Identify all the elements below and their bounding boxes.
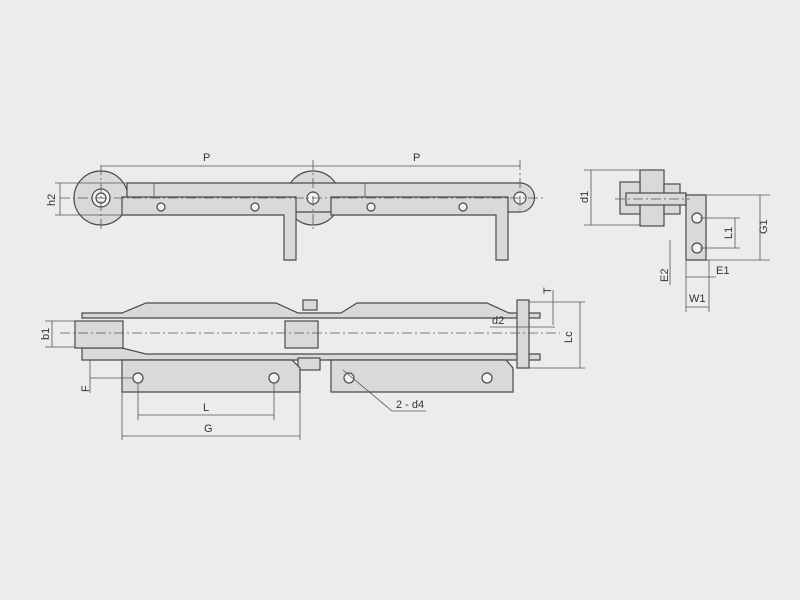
side-view: d1 L1 G1 E2 E1 W1: [579, 169, 770, 312]
d2-label: d2: [492, 315, 504, 327]
right-attachment: [330, 196, 509, 261]
pitch-label-left: P: [203, 152, 210, 164]
W1-label: W1: [689, 293, 706, 305]
L1-label: L1: [723, 227, 735, 239]
h2-label: h2: [46, 194, 58, 206]
attachment-right: [330, 359, 514, 393]
pitch-label-right: P: [413, 152, 420, 164]
outer-plate-top: [81, 302, 541, 319]
plan-view: b1 Lc T d2 F L G 2 - d4: [40, 287, 585, 440]
G1-label: G1: [758, 219, 770, 234]
d4-leader: [342, 369, 426, 412]
attachment-left: [121, 359, 301, 393]
b1-label: b1: [40, 328, 52, 340]
F-label: F: [80, 385, 92, 392]
E1-label: E1: [716, 265, 729, 277]
G-label: G: [204, 423, 213, 435]
roller-left: [74, 320, 124, 349]
d4-label: 2 - d4: [396, 399, 424, 411]
L-label: L: [203, 402, 209, 414]
top-view: P P h2: [46, 152, 545, 261]
T-label: T: [542, 287, 554, 294]
left-attachment: [121, 196, 297, 261]
roller-middle: [284, 320, 319, 349]
d1-label: d1: [579, 191, 591, 203]
E2-label: E2: [659, 269, 671, 282]
Lc-label: Lc: [563, 331, 575, 343]
